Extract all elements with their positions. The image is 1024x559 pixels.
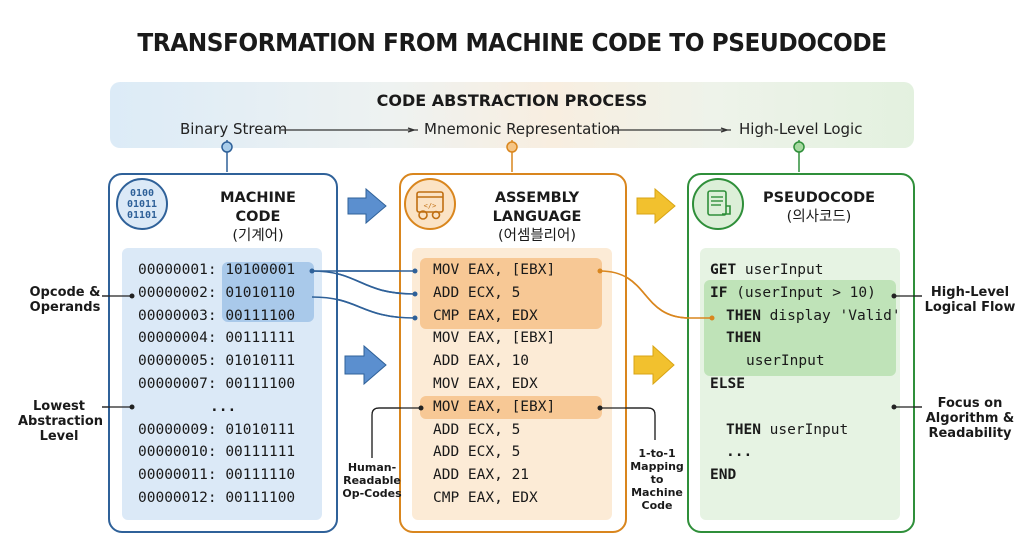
machine-address: 00000012: (138, 489, 226, 506)
machine-address: 00000002: (138, 284, 226, 301)
pseudocode-row: THEN display 'Valid' (710, 308, 901, 331)
machine-code-row: 00000007: 00111100 (138, 376, 295, 399)
pseudocode-row: ... (710, 444, 901, 467)
machine-address: 00000009: (138, 421, 226, 438)
machine-bits: 00111110 (225, 467, 296, 484)
stage-binary-stream: Binary Stream (180, 120, 288, 138)
arrow-1-mid (344, 344, 387, 386)
arrow-2-mid (633, 344, 675, 386)
arrow-1-top (347, 187, 387, 225)
arrow-2-top (636, 187, 676, 225)
machine-bits: 01010111 (225, 421, 296, 438)
document-icon (692, 178, 744, 230)
assembly-row: ADD ECX, 5 (433, 444, 521, 461)
pseudocode-text: userInput (736, 262, 824, 278)
machine-address: 00000011: (138, 467, 226, 484)
process-title: CODE ABSTRACTION PROCESS (376, 91, 648, 110)
svg-text:</>: </> (424, 202, 437, 210)
pseudocode-keyword: THEN (726, 307, 761, 324)
assembly-row: ADD ECX, 5 (433, 421, 521, 438)
pseudocode-row: END (710, 467, 901, 490)
marker-pseudo (793, 141, 805, 153)
machine-ellipsis: ... (210, 398, 237, 415)
machine-code-row: 00000009: 01010111 (138, 422, 295, 445)
pseudocode-keyword: THEN (726, 421, 761, 438)
process-band (110, 82, 914, 148)
pseudocode-keyword: IF (710, 284, 728, 301)
machine-code-row: 00000001: 10100001 (138, 262, 295, 285)
assembly-row: CMP EAX, EDX (433, 307, 538, 324)
pseudocode-keyword: END (710, 467, 737, 484)
label-opcode-operands: Opcode &Operands (29, 285, 101, 315)
machine-address: 00000004: (138, 330, 226, 347)
pseudocode-row: GET userInput (710, 262, 901, 285)
machine-bits: 00111111 (225, 444, 296, 461)
assembly-row: MOV EAX, [EBX] (433, 398, 556, 415)
machine-code-row: ... (138, 399, 295, 422)
machine-code-row: 00000002: 01010110 (138, 285, 295, 308)
machine-address: 00000005: (138, 353, 226, 370)
machine-bits: 00111100 (225, 307, 296, 324)
pseudocode-keyword: THEN (726, 330, 761, 347)
assembly-row: ADD ECX, 5 (433, 284, 521, 301)
code-gear-icon: </> (404, 178, 456, 230)
pseudocode-row: THEN (710, 330, 901, 353)
page-title: TRANSFORMATION FROM MACHINE CODE TO PSEU… (137, 28, 887, 57)
pseudocode-text: userInput (746, 353, 825, 370)
machine-address: 00000003: (138, 307, 226, 324)
machine-bits: 01010110 (225, 284, 296, 301)
machine-bits: 10100001 (225, 262, 296, 278)
machine-title: MACHINE CODE(기계어) (220, 190, 296, 244)
marker-assembly (506, 141, 518, 153)
pseudocode-row: IF (userInput > 10) (710, 285, 901, 308)
machine-bits: 01010111 (225, 353, 296, 370)
assembly-row: CMP EAX, EDX (433, 489, 538, 506)
stage-high-level: High-Level Logic (739, 120, 863, 138)
pseudocode-keyword: ... (726, 444, 753, 461)
assembly-code-list: MOV EAX, [EBX] ADD ECX, 5 CMP EAX, EDX MOV … (433, 262, 555, 513)
pseudocode-text: userInput (760, 421, 849, 438)
pseudocode-text: display 'Valid' (760, 307, 901, 324)
machine-code-row: 00000003: 00111100 (138, 308, 295, 331)
pseudocode-row: userInput (710, 353, 901, 376)
assembly-row: ADD EAX, 21 (433, 467, 530, 484)
assembly-row: ADD EAX, 10 (433, 353, 530, 370)
machine-code-row: 00000010: 00111111 (138, 444, 295, 467)
pseudocode-row: THEN userInput (710, 422, 901, 445)
machine-code-row: 00000005: 01010111 (138, 353, 295, 376)
marker-machine (221, 141, 233, 153)
machine-bits: 00111111 (225, 330, 296, 347)
machine-address: 00000007: (138, 375, 226, 392)
pseudocode-text: (userInput > 10) (727, 284, 876, 301)
stage-mnemonic: Mnemonic Representation (424, 120, 621, 138)
machine-address: 00000001: (138, 262, 226, 278)
machine-code-row: 00000004: 00111111 (138, 330, 295, 353)
pseudocode-keyword: GET (710, 262, 737, 278)
machine-bits: 00111100 (225, 375, 296, 392)
machine-code-row: 00000012: 00111100 (138, 490, 295, 513)
pseudocode-row: ELSE (710, 376, 901, 399)
assembly-row: MOV EAX, EDX (433, 375, 538, 392)
assembly-row: MOV EAX, [EBX] (433, 262, 556, 278)
machine-bits: 00111100 (225, 489, 296, 506)
pseudo-title: PSEUDOCODE(의사코드) (762, 190, 876, 225)
assembly-row: MOV EAX, [EBX] (433, 330, 556, 347)
machine-address: 00000010: (138, 444, 226, 461)
assembly-title: ASSEMBLY LANGUAGE(어셈블리어) (492, 190, 582, 244)
machine-code-row: 00000011: 00111110 (138, 467, 295, 490)
pseudocode-keyword: ELSE (710, 375, 745, 392)
